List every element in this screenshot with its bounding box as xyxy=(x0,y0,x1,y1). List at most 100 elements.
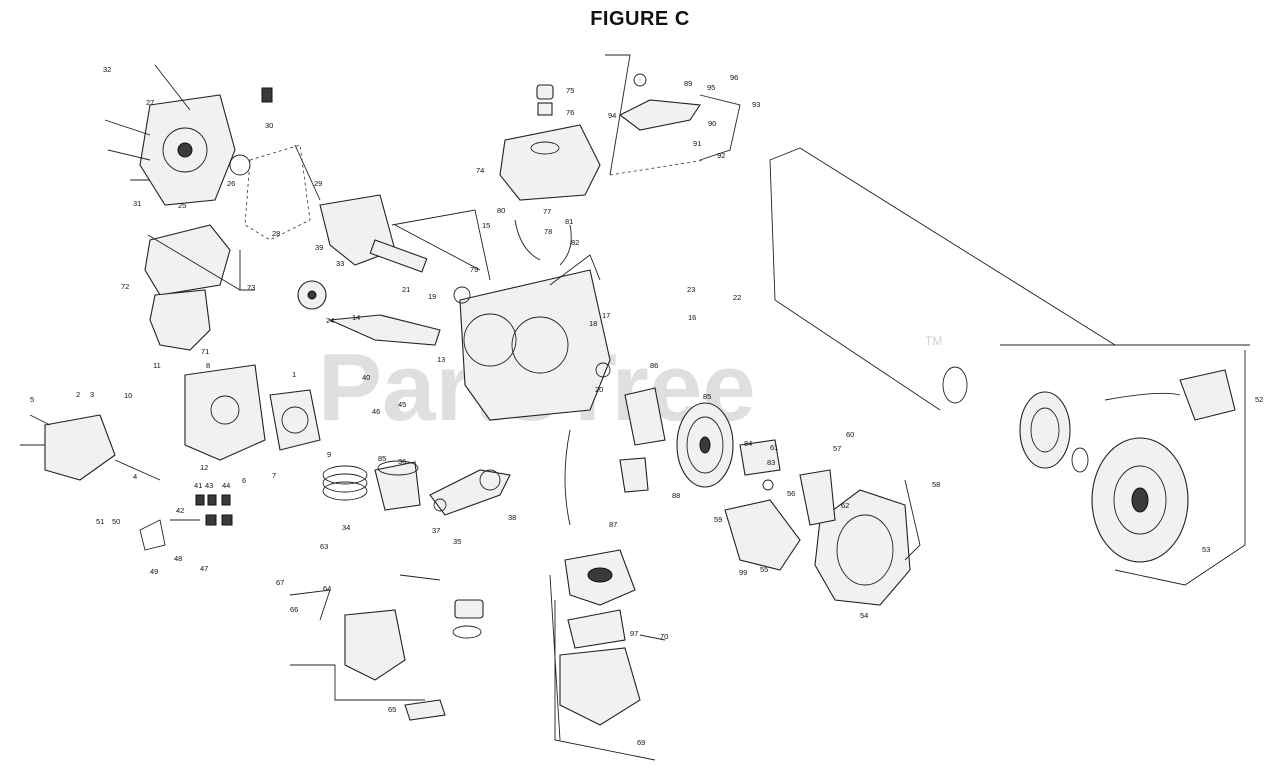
valve-cover xyxy=(20,414,161,481)
part-label-74: 74 xyxy=(476,166,484,175)
part-label-85: 85 xyxy=(378,454,386,463)
blower-housing xyxy=(724,469,911,606)
part-label-21: 21 xyxy=(402,285,410,294)
part-label-65: 65 xyxy=(388,705,396,714)
part-label-92: 92 xyxy=(717,151,725,160)
cylinder-shroud xyxy=(144,224,241,351)
part-label-46: 46 xyxy=(372,407,380,416)
part-label-9: 9 xyxy=(327,450,331,459)
part-label-79: 79 xyxy=(470,265,478,274)
crankshaft xyxy=(319,194,481,273)
part-label-84: 84 xyxy=(744,439,752,448)
part-label-17: 17 xyxy=(602,311,610,320)
part-label-81: 81 xyxy=(565,217,573,226)
crankcase-block xyxy=(453,254,611,421)
part-label-73: 73 xyxy=(247,283,255,292)
part-label-53: 53 xyxy=(1202,545,1210,554)
part-label-52: 52 xyxy=(1255,395,1263,404)
part-label-34: 34 xyxy=(342,523,350,532)
part-label-66: 66 xyxy=(290,605,298,614)
camshaft-gear xyxy=(297,280,441,346)
cylinder-head xyxy=(184,364,321,461)
part-label-49: 49 xyxy=(150,567,158,576)
part-label-25: 25 xyxy=(178,201,186,210)
part-label-70: 70 xyxy=(660,632,668,641)
part-label-83: 83 xyxy=(767,458,775,467)
part-label-11: 11 xyxy=(153,361,161,370)
part-label-75: 75 xyxy=(566,86,574,95)
part-label-63: 63 xyxy=(320,542,328,551)
part-label-72: 72 xyxy=(121,282,129,291)
part-label-39: 39 xyxy=(315,243,323,252)
part-label-97: 97 xyxy=(630,629,638,638)
part-label-94: 94 xyxy=(608,111,616,120)
part-label-89: 89 xyxy=(684,79,692,88)
part-label-64: 64 xyxy=(323,584,331,593)
part-label-38: 38 xyxy=(508,513,516,522)
part-label-56: 56 xyxy=(787,489,795,498)
part-label-80: 80 xyxy=(497,206,505,215)
part-label-85: 85 xyxy=(703,392,711,401)
part-label-48: 48 xyxy=(174,554,182,563)
starter-assembly-outline xyxy=(769,147,1250,586)
part-label-96: 96 xyxy=(730,73,738,82)
crankcase-cover xyxy=(104,64,273,206)
part-label-16: 16 xyxy=(688,313,696,322)
part-label-90: 90 xyxy=(708,119,716,128)
part-label-3: 3 xyxy=(90,390,94,399)
carburetor xyxy=(289,574,484,721)
part-label-2: 2 xyxy=(76,390,80,399)
part-label-42: 42 xyxy=(176,506,184,515)
part-label-40: 40 xyxy=(362,373,370,382)
flywheel xyxy=(676,402,781,491)
part-label-23: 23 xyxy=(687,285,695,294)
part-label-24: 24 xyxy=(326,316,334,325)
part-label-71: 71 xyxy=(201,347,209,356)
part-label-15: 15 xyxy=(482,221,490,230)
part-label-86: 86 xyxy=(650,361,658,370)
figure-title: FIGURE C xyxy=(590,8,690,30)
part-label-10: 10 xyxy=(124,391,132,400)
part-label-6: 6 xyxy=(242,476,246,485)
watermark-trademark: TM xyxy=(925,334,942,348)
part-label-33: 33 xyxy=(336,259,344,268)
fuel-tank xyxy=(499,84,601,266)
recoil-starter xyxy=(942,366,1236,563)
part-label-37: 37 xyxy=(432,526,440,535)
part-label-12: 12 xyxy=(200,463,208,472)
part-label-45: 45 xyxy=(398,400,406,409)
part-label-76: 76 xyxy=(566,108,574,117)
crankcase-gasket xyxy=(244,144,311,241)
part-label-59: 59 xyxy=(714,515,722,524)
part-label-62: 62 xyxy=(841,501,849,510)
throttle-control xyxy=(605,54,741,176)
ignition-coil xyxy=(564,387,666,526)
part-label-14: 14 xyxy=(352,313,360,322)
part-label-44: 44 xyxy=(222,481,230,490)
piston-rings xyxy=(322,460,421,511)
part-label-82: 82 xyxy=(571,238,579,247)
part-label-78: 78 xyxy=(544,227,552,236)
part-label-26: 26 xyxy=(227,179,235,188)
part-label-13: 13 xyxy=(437,355,445,364)
part-label-43: 43 xyxy=(205,481,213,490)
part-label-22: 22 xyxy=(733,293,741,302)
part-label-5: 5 xyxy=(30,395,34,404)
part-label-61: 61 xyxy=(770,443,778,452)
part-label-7: 7 xyxy=(272,471,276,480)
part-label-87: 87 xyxy=(609,520,617,529)
part-label-19: 19 xyxy=(428,292,436,301)
part-label-60: 60 xyxy=(846,430,854,439)
part-label-41: 41 xyxy=(194,481,202,490)
part-label-47: 47 xyxy=(200,564,208,573)
part-label-20: 20 xyxy=(595,385,603,394)
part-label-4: 4 xyxy=(133,472,137,481)
part-label-69: 69 xyxy=(637,738,645,747)
part-label-77: 77 xyxy=(543,207,551,216)
part-label-51: 51 xyxy=(96,517,104,526)
air-cleaner xyxy=(554,549,666,761)
part-label-54: 54 xyxy=(860,611,868,620)
part-label-88: 88 xyxy=(672,491,680,500)
